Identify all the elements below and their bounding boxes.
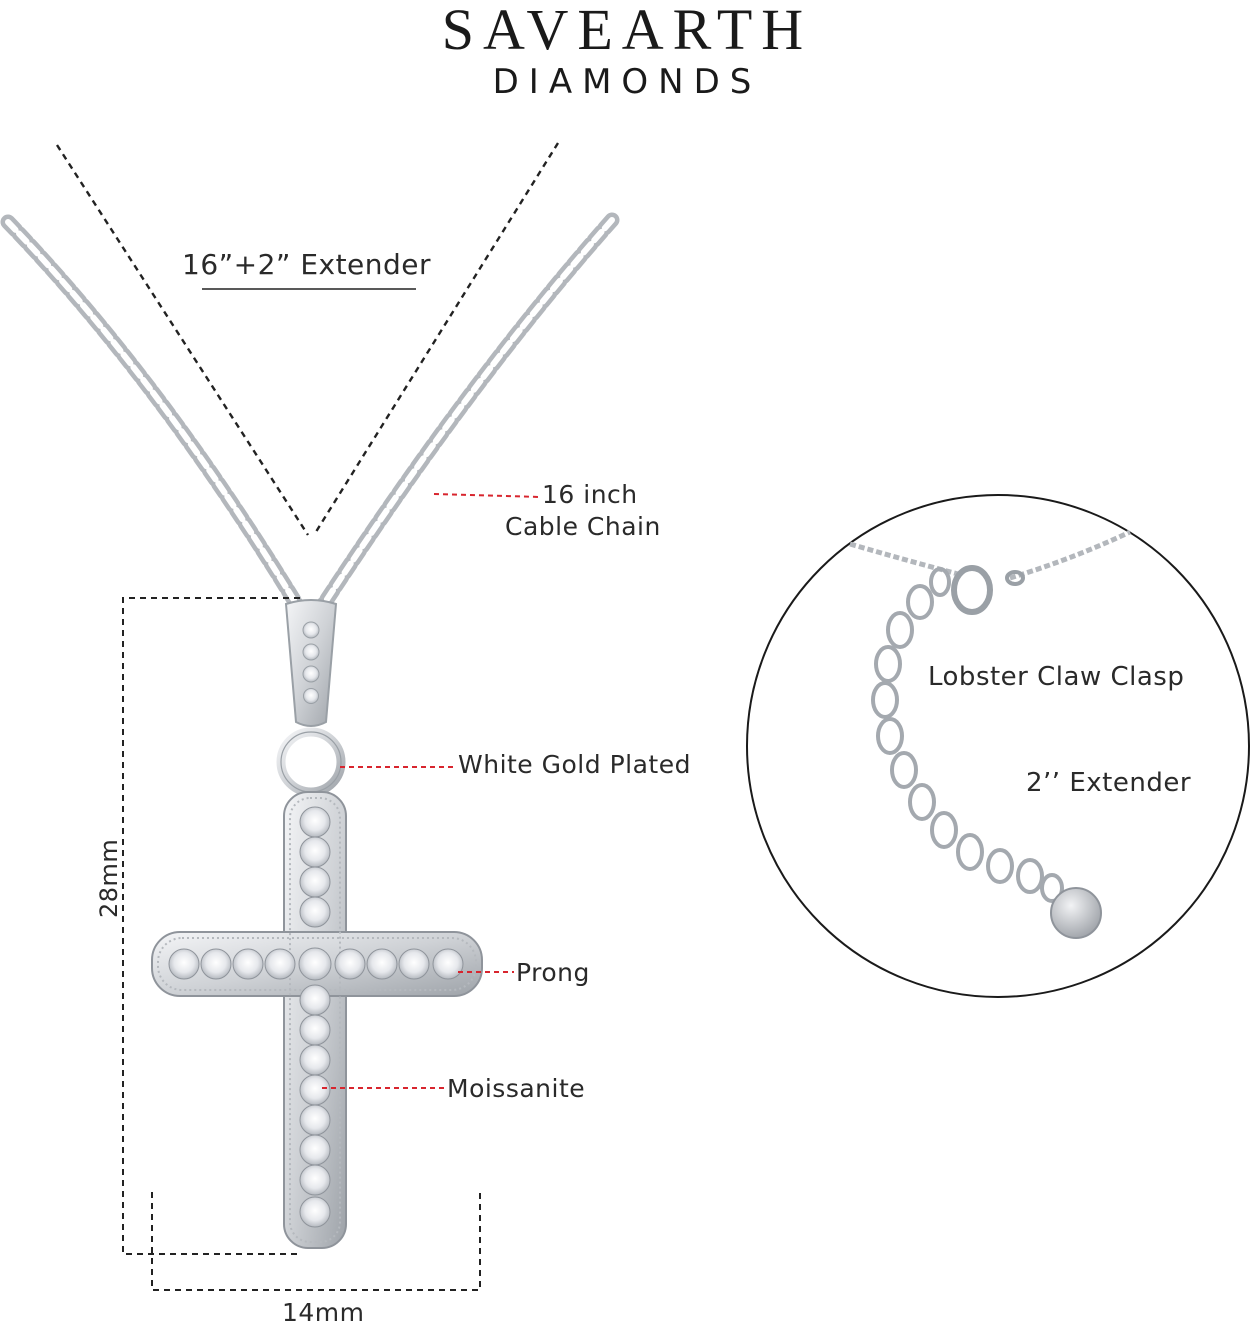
chain-type-label-line1: 16 inch [542, 480, 638, 509]
cross-pendant [151, 791, 483, 1249]
clasp-label: Lobster Claw Clasp [928, 662, 1185, 692]
chain-length-label: 16”+2” Extender [182, 248, 432, 281]
clasp-detail-circle [746, 494, 1250, 998]
height-dimension-bracket [122, 597, 300, 1255]
extender-chain [871, 567, 1064, 903]
lobster-clasp [951, 565, 1025, 615]
chain-type-label-line2: Cable Chain [505, 512, 661, 541]
width-label: 14mm [282, 1298, 365, 1327]
moissanite-stones-horizontal [168, 948, 464, 980]
length-guide-lines [55, 142, 560, 536]
setting-label: Prong [516, 958, 590, 987]
brand-tagline: DIAMONDS [492, 62, 762, 102]
pendant-bail [276, 599, 346, 797]
brand-name: SAVEARTH [441, 0, 813, 62]
height-label: 28mm [95, 838, 123, 918]
stone-label: Moissanite [447, 1074, 586, 1103]
width-dimension-bracket [151, 1192, 481, 1291]
plating-label: White Gold Plated [458, 750, 691, 779]
extender-tag [1050, 887, 1102, 939]
cable-chain [0, 212, 620, 618]
moissanite-stones-vertical [298, 806, 332, 1228]
extender-label: 2’’ Extender [1026, 768, 1192, 798]
